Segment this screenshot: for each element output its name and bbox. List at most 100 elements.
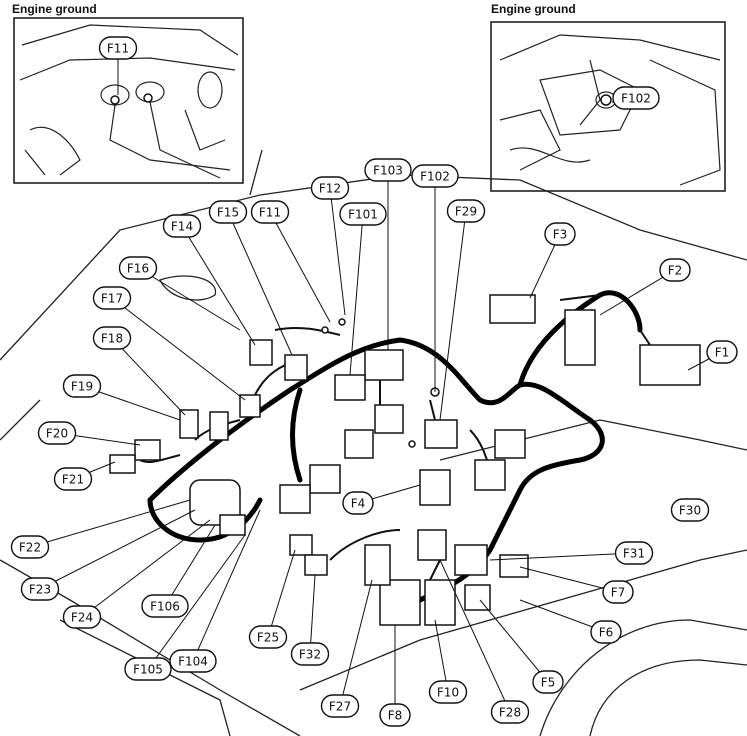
callout-f30: F30 bbox=[670, 498, 710, 522]
svg-text:F102: F102 bbox=[420, 170, 450, 184]
connector-f19b bbox=[209, 411, 229, 441]
leader-f11 bbox=[269, 211, 331, 323]
svg-text:F19: F19 bbox=[71, 380, 93, 394]
connector-f21 bbox=[109, 454, 136, 474]
connector-f32 bbox=[304, 554, 328, 576]
connector-f1 bbox=[639, 344, 701, 386]
svg-text:F32: F32 bbox=[299, 648, 321, 662]
leader-f106 bbox=[164, 524, 216, 607]
connector-f31 bbox=[454, 544, 488, 576]
connector-f5 bbox=[464, 584, 491, 611]
callouts: F1F2F3F4F5F6F7F8F10F11F12F14F15F16F17F18… bbox=[10, 36, 738, 727]
leader-f15 bbox=[227, 211, 293, 356]
svg-text:F10: F10 bbox=[437, 686, 459, 700]
svg-text:F4: F4 bbox=[351, 497, 366, 511]
callout-f17: F17 bbox=[92, 286, 132, 310]
leader-f17 bbox=[111, 297, 246, 401]
svg-text:F11: F11 bbox=[107, 42, 129, 56]
connector-f17 bbox=[239, 394, 261, 418]
connector-f22 bbox=[219, 514, 246, 536]
leader-f101 bbox=[349, 213, 364, 376]
inset-left-callout: F11 bbox=[98, 36, 138, 60]
leader-f27 bbox=[339, 579, 373, 707]
connector-f28 bbox=[417, 529, 447, 561]
leader-f25 bbox=[267, 549, 296, 638]
callout-f5: F5 bbox=[532, 670, 564, 694]
leader-f7 bbox=[519, 566, 619, 593]
leader-f29 bbox=[439, 210, 467, 421]
leader-f10 bbox=[434, 619, 449, 693]
leader-f12 bbox=[329, 187, 346, 316]
callout-f15: F15 bbox=[208, 200, 248, 224]
connector-f19 bbox=[179, 409, 199, 439]
ground-points bbox=[110, 93, 612, 448]
callout-f1: F1 bbox=[706, 340, 738, 364]
connector-f10 bbox=[424, 579, 456, 626]
callout-f29: F29 bbox=[446, 199, 486, 223]
svg-text:F12: F12 bbox=[319, 182, 341, 196]
callout-f106: F106 bbox=[141, 594, 189, 618]
callout-f7: F7 bbox=[602, 580, 634, 604]
wiring-harness bbox=[147, 290, 643, 603]
connector-f7 bbox=[499, 554, 529, 578]
svg-text:F14: F14 bbox=[171, 220, 193, 234]
callout-f27: F27 bbox=[320, 694, 360, 718]
connector-f27 bbox=[364, 544, 391, 586]
callout-f11: F11 bbox=[250, 200, 290, 224]
svg-text:F15: F15 bbox=[217, 206, 239, 220]
svg-text:F8: F8 bbox=[388, 709, 403, 723]
callout-f18: F18 bbox=[92, 326, 132, 350]
svg-text:F18: F18 bbox=[101, 332, 123, 346]
callout-f104: F104 bbox=[169, 649, 217, 673]
leader-f105 bbox=[147, 534, 246, 670]
connectors bbox=[109, 294, 701, 626]
callout-f3: F3 bbox=[544, 222, 576, 246]
callout-f6: F6 bbox=[590, 620, 622, 644]
leader-f22 bbox=[29, 499, 191, 548]
callout-f12: F12 bbox=[310, 176, 350, 200]
callout-f14: F14 bbox=[162, 214, 202, 238]
leader-f16 bbox=[137, 267, 241, 331]
callout-f8: F8 bbox=[379, 703, 411, 727]
connector-f25 bbox=[289, 534, 313, 556]
inset-right-title: Engine ground bbox=[491, 2, 576, 16]
connector-upper-right bbox=[494, 429, 526, 459]
svg-text:F1: F1 bbox=[715, 346, 730, 360]
connector-f15 bbox=[284, 354, 308, 381]
connector-f103 bbox=[364, 349, 404, 381]
callout-f21: F21 bbox=[53, 467, 93, 491]
connector-f101 bbox=[334, 374, 366, 401]
leader-f32 bbox=[309, 574, 316, 655]
connector-f14 bbox=[249, 339, 273, 366]
svg-text:F7: F7 bbox=[611, 586, 626, 600]
callout-f10: F10 bbox=[428, 680, 468, 704]
svg-text:F24: F24 bbox=[71, 611, 93, 625]
callout-f2: F2 bbox=[659, 258, 691, 282]
svg-text:F22: F22 bbox=[19, 541, 41, 555]
connector-f8 bbox=[379, 579, 421, 626]
callout-f101: F101 bbox=[339, 202, 387, 226]
svg-text:F103: F103 bbox=[373, 164, 403, 178]
leader-f31 bbox=[489, 552, 635, 561]
inset-left-frame bbox=[13, 17, 244, 184]
svg-text:F105: F105 bbox=[133, 663, 163, 677]
callout-f31: F31 bbox=[614, 541, 654, 565]
svg-text:F2: F2 bbox=[668, 264, 683, 278]
connector-f102-harness bbox=[374, 404, 404, 434]
inset-left-title: Engine ground bbox=[12, 2, 97, 16]
connector-mid bbox=[344, 429, 374, 459]
leader-f24 bbox=[81, 519, 211, 618]
inset-right-callout: F102 bbox=[612, 86, 660, 110]
svg-text:F29: F29 bbox=[455, 205, 477, 219]
leader-f14 bbox=[181, 225, 256, 346]
connector-mid-2 bbox=[309, 464, 341, 494]
callout-f4: F4 bbox=[342, 491, 374, 515]
callout-f105: F105 bbox=[124, 657, 172, 681]
svg-text:F16: F16 bbox=[127, 262, 149, 276]
inset-right-sketch bbox=[499, 34, 721, 186]
svg-text:F20: F20 bbox=[46, 427, 68, 441]
callout-f28: F28 bbox=[490, 700, 530, 724]
callout-f23: F23 bbox=[20, 577, 60, 601]
